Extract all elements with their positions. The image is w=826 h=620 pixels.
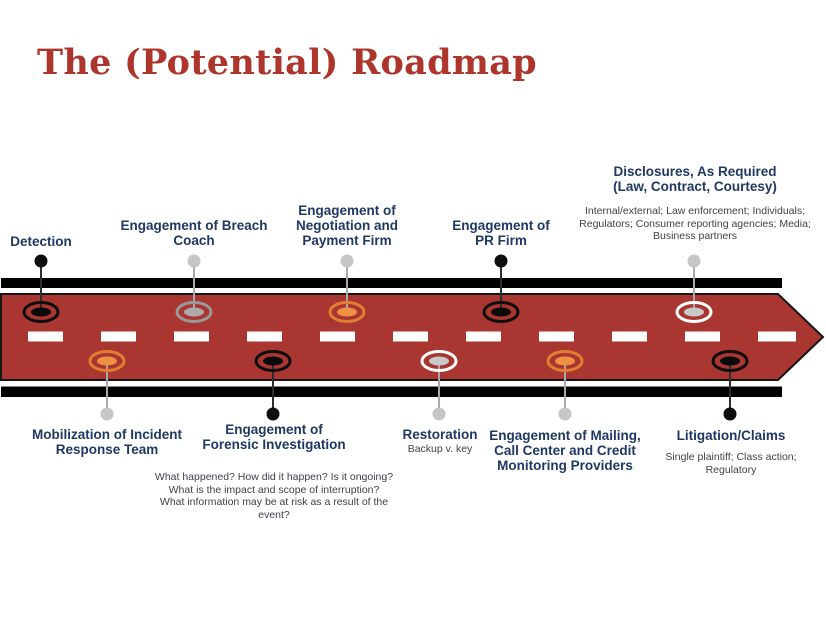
- lane-dash: [539, 331, 574, 342]
- label-restoration: Restoration: [402, 427, 478, 442]
- road-marker-ring: [175, 301, 213, 323]
- road-marker-ring: [546, 350, 584, 372]
- road-marker-ring: [420, 350, 458, 372]
- milestone-marker-detection: [22, 254, 60, 323]
- sublabel-disclosures: Internal/external; Law enforcement; Indi…: [579, 205, 811, 242]
- milestone-marker-pr-firm: [482, 254, 520, 323]
- lane-dash: [758, 331, 796, 342]
- milestone-marker-mobilization: [88, 350, 126, 421]
- milestone-marker-breach-coach: [175, 254, 213, 323]
- lane-dash: [612, 331, 647, 342]
- pin-dot: [687, 254, 701, 268]
- lane-dash: [101, 331, 136, 342]
- lane-dash: [320, 331, 355, 342]
- road-marker-fill: [684, 307, 704, 317]
- road-marker-ring: [675, 301, 713, 323]
- road-marker-ring: [482, 301, 520, 323]
- page-title: The (Potential) Roadmap: [37, 42, 537, 83]
- pin-dot: [494, 254, 508, 268]
- sublabel-restoration: Backup v. key: [407, 443, 473, 455]
- road-marker-fill: [491, 307, 511, 317]
- road-marker-fill: [97, 356, 117, 366]
- label-forensic: Engagement of Forensic Investigation: [202, 422, 346, 452]
- road-bottom-edge-bar: [1, 386, 782, 397]
- lane-dash: [174, 331, 209, 342]
- milestone-marker-forensic: [254, 350, 292, 421]
- pin-dot: [558, 407, 572, 421]
- pin-dot: [34, 254, 48, 268]
- lane-dash: [466, 331, 501, 342]
- road-marker-ring: [328, 301, 366, 323]
- lane-dash: [247, 331, 282, 342]
- road-marker-fill: [31, 307, 51, 317]
- pin-dot: [100, 407, 114, 421]
- sublabel-forensic: What happened? How did it happen? Is it …: [154, 471, 394, 521]
- label-breach-coach: Engagement of Breach Coach: [120, 218, 268, 248]
- road-marker-fill: [555, 356, 575, 366]
- label-mobilization: Mobilization of Incident Response Team: [32, 427, 182, 457]
- milestone-marker-negotiation-payment: [328, 254, 366, 323]
- milestone-marker-litigation: [711, 350, 749, 421]
- lane-dash: [28, 331, 63, 342]
- pin-dot: [723, 407, 737, 421]
- sublabel-litigation: Single plaintiff; Class action; Regulato…: [665, 451, 797, 476]
- road-marker-fill: [429, 356, 449, 366]
- milestone-marker-mailing-monitoring: [546, 350, 584, 421]
- road-marker-fill: [263, 356, 283, 366]
- lane-dashes: [28, 331, 796, 342]
- label-negotiation-payment: Engagement of Negotiation and Payment Fi…: [296, 203, 398, 248]
- road-marker-fill: [184, 307, 204, 317]
- road-marker-fill: [337, 307, 357, 317]
- label-pr-firm: Engagement of PR Firm: [452, 218, 550, 248]
- pin-dot: [432, 407, 446, 421]
- road-marker-ring: [88, 350, 126, 372]
- road-marker-ring: [22, 301, 60, 323]
- milestone-marker-restoration: [420, 350, 458, 421]
- road-marker-ring: [711, 350, 749, 372]
- pin-dot: [187, 254, 201, 268]
- label-litigation: Litigation/Claims: [676, 428, 786, 443]
- label-disclosures: Disclosures, As Required (Law, Contract,…: [613, 164, 777, 194]
- road-marker-ring: [254, 350, 292, 372]
- label-detection: Detection: [10, 234, 72, 249]
- label-mailing-monitoring: Engagement of Mailing, Call Center and C…: [489, 428, 641, 473]
- lane-dash: [393, 331, 428, 342]
- lane-dash: [685, 331, 720, 342]
- road-top-edge-bar: [1, 278, 782, 288]
- road-marker-fill: [720, 356, 740, 366]
- milestone-marker-disclosures: [675, 254, 713, 323]
- pin-dot: [340, 254, 354, 268]
- pin-dot: [266, 407, 280, 421]
